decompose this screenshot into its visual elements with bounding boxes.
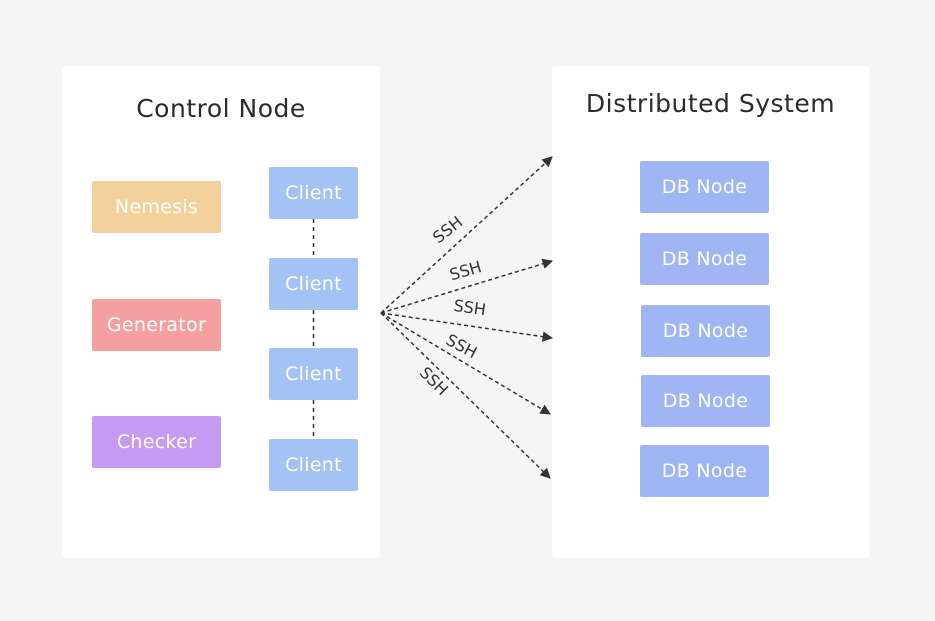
ssh-arrow bbox=[380, 258, 554, 314]
ssh-label: SSH bbox=[447, 257, 483, 284]
db-node-box: DB Node bbox=[640, 161, 769, 213]
ssh-label: SSH bbox=[416, 363, 452, 399]
db-node-box: DB Node bbox=[640, 445, 769, 497]
client-box: Client bbox=[269, 258, 358, 310]
nemesis-box: Nemesis bbox=[92, 181, 221, 233]
distributed-system-title: Distributed System bbox=[585, 89, 836, 118]
client-box: Client bbox=[269, 439, 358, 491]
client-box: Client bbox=[269, 167, 358, 219]
db-node-box: DB Node bbox=[641, 305, 770, 357]
ssh-label: SSH bbox=[429, 212, 466, 247]
db-node-box: DB Node bbox=[640, 233, 769, 285]
ssh-label: SSH bbox=[443, 330, 480, 362]
ssh-arrow bbox=[380, 312, 551, 479]
checker-box: Checker bbox=[92, 416, 221, 468]
control-node-title: Control Node bbox=[136, 94, 306, 123]
client-box: Client bbox=[269, 348, 358, 400]
ssh-arrow bbox=[380, 312, 551, 415]
db-node-box: DB Node bbox=[641, 375, 770, 427]
ssh-arrow bbox=[380, 156, 553, 314]
generator-box: Generator bbox=[92, 299, 221, 351]
ssh-arrow bbox=[380, 312, 554, 342]
ssh-label: SSH bbox=[452, 296, 487, 319]
